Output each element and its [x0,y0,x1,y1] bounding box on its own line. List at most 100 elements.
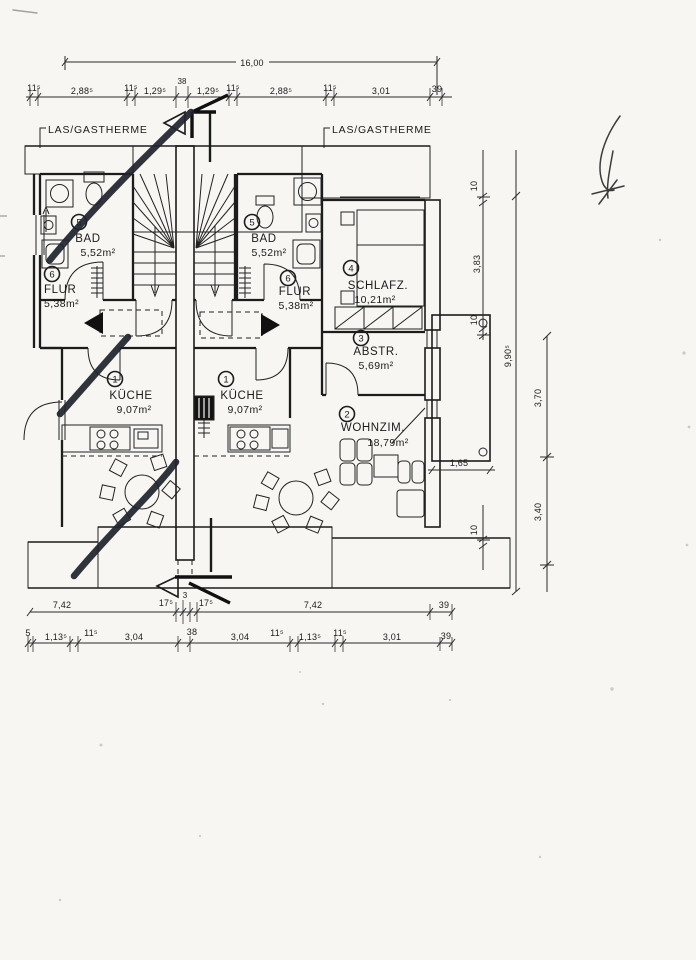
handwritten-check-mark [591,115,625,205]
dining-table-icon [124,474,160,510]
room-name: SCHLAFZ. [348,280,408,292]
pen-stroke [56,333,132,418]
dim-label: 39 [441,631,451,641]
dim-label: 39 [439,600,449,610]
room-label-abstellraum: 3 ABSTR. 5,69m² [352,329,398,372]
washing-machine-icon [45,179,74,208]
room-name: WOHNZIM. [341,422,405,434]
gas-heating-labels: LAS/GASTHERME LAS/GASTHERME [39,124,432,148]
room-area: 5,52m² [80,247,115,259]
dim-label: 11⁵ [333,628,347,638]
dim-label: 3,04 [125,632,143,642]
room-name: KÜCHE [109,390,152,402]
room-number: 5 [249,218,254,229]
shower-icon [292,239,321,269]
room-name: BAD [251,233,276,245]
heating-label-left: LAS/GASTHERME [48,124,148,136]
sofa-cushion-icon [356,462,373,486]
room-label-wohnzimmer: 2 WOHNZIM. 18,79m² [338,405,426,449]
sink-icon [305,213,322,233]
room-number: 4 [348,264,353,275]
dim-label: 38 [178,77,187,86]
room-labels: 5 BAD 5,52m² 6 FLUR 5,38m² 1 KÜCHE 9,07m… [43,213,426,449]
toilet-cistern-icon [255,195,275,206]
dim-label: 11⁵ [270,628,284,638]
room-label-bad-right: 5 BAD 5,52m² [243,213,286,259]
sofa-cushion-icon [397,460,411,484]
dim-label: 1,13⁵ [45,632,67,642]
staircase-left [132,173,176,298]
section-marker-bottom [155,574,232,605]
room-number: 6 [285,274,290,285]
pen-annotations [46,108,625,580]
room-name: BAD [75,233,100,245]
dim-label: 3,01 [372,86,390,96]
heating-label-right: LAS/GASTHERME [332,124,432,136]
dim-label: 39 [432,84,442,94]
dim-label: 10 [469,315,479,325]
toilet-cistern-icon [83,171,105,183]
dim-label: 38 [187,627,197,637]
dim-label: 17⁵ [199,598,213,608]
dim-label: 11⁵ [27,83,41,93]
dim-label: 11⁵ [226,83,240,93]
bottom-dimension-chain-lower: 5 1,13⁵ 11⁵ 3,04 38 3,04 11⁵ 1,13⁵ 11⁵ 3… [24,627,456,652]
top-dimension-chain: 11⁵ 2,88⁵ 11⁵ 1,29⁵ 38 1,29⁵ 11⁵ 2,88⁵ 1… [26,77,452,108]
leader-line [391,407,426,444]
bedroom-furniture [334,209,425,330]
room-area: 5,69m² [358,360,393,372]
dim-label: 2,88⁵ [270,86,292,96]
kitchen-sink-icon [271,428,289,449]
sofa-cushion-icon [339,438,356,462]
room-name: ABSTR. [353,346,398,358]
sink-icon [40,215,57,235]
dim-label: 2,88⁵ [71,86,93,96]
kitchen-left-fixtures [61,424,163,457]
room-area: 5,38m² [278,300,313,312]
dim-label: 7,42 [304,600,322,610]
kitchen-right-fixtures [193,395,291,457]
dim-label: 5 [25,628,30,638]
overall-width-dimension: 16,00 [61,56,441,95]
radiator-icon [239,266,251,298]
shower-icon [41,239,69,269]
dim-label: 3,70 [533,389,543,407]
section-cut-line [208,112,213,572]
sofa-cushion-icon [411,460,425,484]
round-table-icon [278,480,314,516]
section-marker-top [162,93,229,138]
dim-label: 3,83 [472,255,482,273]
dim-label: 7,42 [53,600,71,610]
overall-height-label: 9,90⁵ [503,345,513,367]
room-number: 3 [358,334,363,345]
sofa-cushion-icon [339,462,356,486]
room-area: 5,38m² [44,298,79,310]
room-name: FLUR [279,286,311,298]
dim-label: 3,40 [533,503,543,521]
party-wall [175,145,195,574]
dim-label: 17⁵ [159,598,173,608]
staircase-right [194,173,236,298]
stove-icon [229,426,271,451]
dim-label: 1,29⁵ [144,86,166,96]
radiator-icon [91,266,103,298]
roof-hatch-bottom [27,526,511,589]
dim-label: 11⁵ [323,83,337,93]
room-label-kueche-left: 1 KÜCHE 9,07m² [106,370,152,416]
dim-label: 3,01 [383,632,401,642]
room-area: 10,21m² [354,294,395,306]
dim-label: 3 [183,591,188,600]
nightstand-icon [340,290,355,305]
room-area: 9,07m² [116,404,151,416]
room-label-kueche-right: 1 KÜCHE 9,07m² [217,370,263,416]
total-width-label: 16,00 [240,58,264,68]
room-label-flur-right: 6 FLUR 5,38m² [278,269,313,312]
room-name: KÜCHE [220,390,263,402]
roof-window-right [199,311,280,339]
dim-label: 10 [469,525,479,535]
room-area: 18,79m² [367,437,408,449]
radiator-icon [198,420,210,438]
